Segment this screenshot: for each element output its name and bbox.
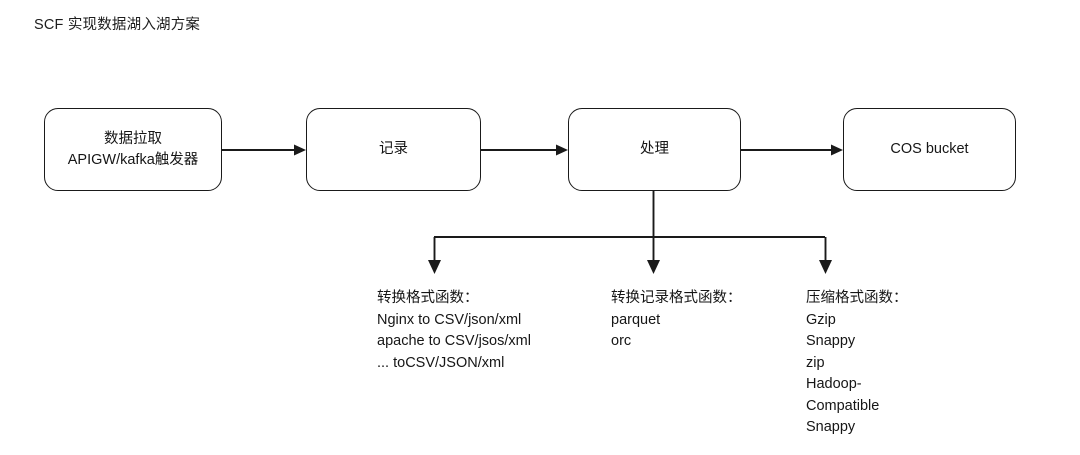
arrow-record-to-process [481, 144, 568, 156]
node-process[interactable]: 处理 [568, 108, 741, 191]
arrow-branch-compression [819, 237, 832, 274]
node-record[interactable]: 记录 [306, 108, 481, 191]
node-cos-bucket[interactable]: COS bucket [843, 108, 1016, 191]
arrow-data-pull-to-record [222, 144, 306, 156]
node-data-pull-label: 数据拉取 APIGW/kafka触发器 [67, 130, 199, 168]
arrow-process-to-cos-bucket [741, 144, 843, 156]
arrow-branch-record-format [647, 237, 660, 274]
node-data-pull[interactable]: 数据拉取 APIGW/kafka触发器 [44, 108, 222, 191]
branch-label-format-convert: 转换格式函数： Nginx to CSV/json/xml apache to … [377, 290, 531, 371]
page-title: SCF 实现数据湖入湖方案 [34, 17, 201, 33]
node-cos-bucket-label: COS bucket [890, 141, 969, 157]
branch-label-compression: 压缩格式函数： Gzip Snappy zip Hadoop- Compatib… [806, 290, 908, 435]
branch-label-record-format: 转换记录格式函数： parquet orc [611, 290, 742, 349]
arrow-branch-format-convert [428, 237, 441, 274]
node-record-label: 记录 [379, 141, 408, 157]
node-process-label: 处理 [640, 141, 669, 157]
